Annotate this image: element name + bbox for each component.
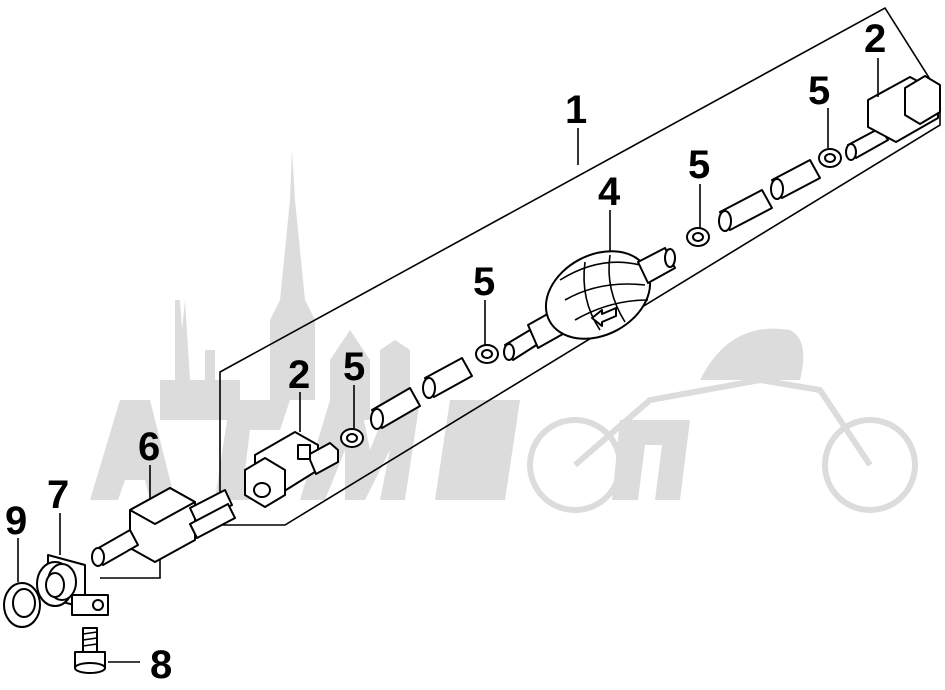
bolt [74, 627, 106, 674]
connector-right [845, 75, 941, 161]
callout-4: 4 [598, 170, 621, 214]
hose-clip-d [818, 148, 842, 168]
hose-segment-2 [422, 357, 473, 399]
callout-5-d: 5 [808, 69, 830, 113]
callout-6: 6 [138, 425, 160, 469]
grommet [36, 554, 109, 616]
primer-bulb [503, 247, 676, 361]
callout-5-a: 5 [343, 345, 365, 389]
callout-8: 8 [150, 643, 172, 687]
hose-clip-a [340, 428, 364, 448]
hose-segment-1 [370, 387, 421, 430]
fuel-joint [91, 487, 236, 579]
callout-2-left: 2 [288, 353, 310, 397]
callout-2-right: 2 [864, 17, 886, 61]
hose-clip-c [686, 227, 710, 247]
hose-segment-4 [770, 159, 821, 200]
callout-9: 9 [5, 499, 27, 543]
callout-5-b: 5 [473, 260, 495, 304]
callout-5-c: 5 [688, 143, 710, 187]
hose-segment-3 [718, 189, 773, 232]
collar-nut [3, 582, 41, 628]
connector-left [244, 431, 339, 508]
callout-1: 1 [565, 88, 587, 132]
hose-clip-b [475, 344, 499, 364]
watermark [90, 150, 918, 513]
callout-7: 7 [47, 473, 69, 517]
